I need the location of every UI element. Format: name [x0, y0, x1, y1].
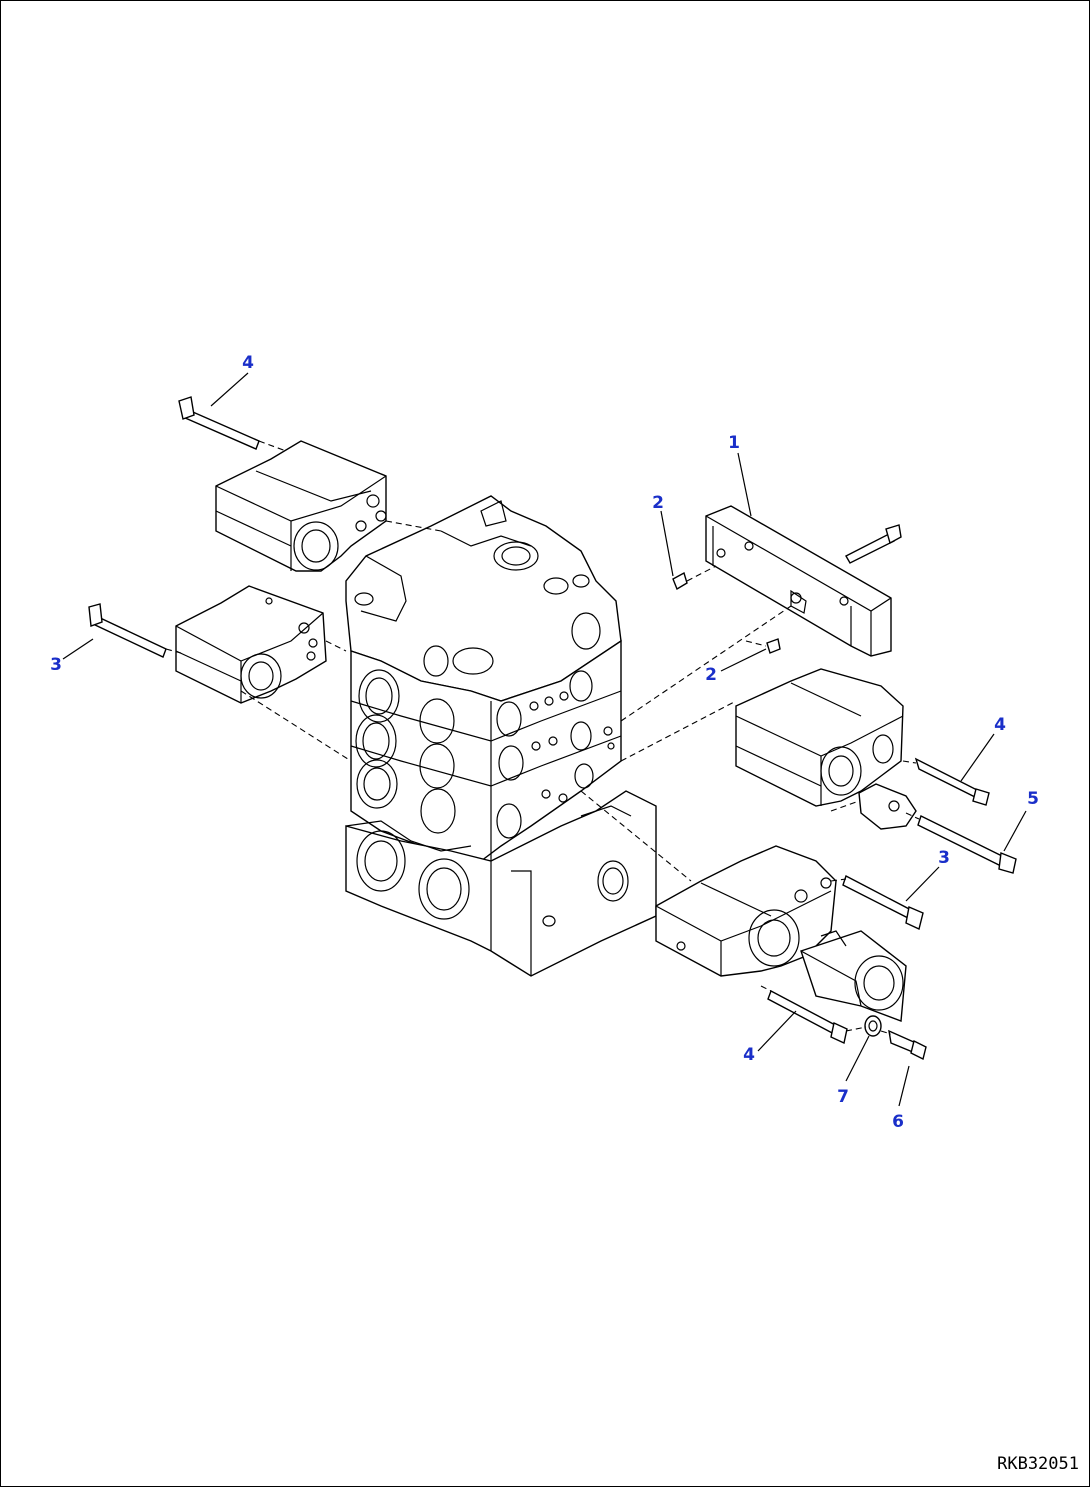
mid-left-cover [175, 585, 327, 704]
bolt-6 [888, 1029, 927, 1061]
plug-part-2-upper [672, 571, 688, 591]
bolt-3-right [842, 874, 924, 930]
callouts: 4 1 2 3 2 4 5 3 4 7 6 [50, 353, 1039, 1132]
callout-3-left: 3 [50, 655, 62, 675]
lower-right-cover [655, 845, 907, 1022]
bolt-5 [917, 815, 1017, 874]
callout-6: 6 [892, 1112, 904, 1132]
upper-left-cover [215, 440, 387, 572]
right-spool-cover [735, 668, 917, 830]
callout-5: 5 [1027, 789, 1039, 809]
bolt-4-right [914, 757, 990, 806]
callout-3-right: 3 [938, 848, 950, 868]
callout-2-mid: 2 [705, 665, 717, 685]
callout-2-top: 2 [652, 493, 664, 513]
leader-lines [62, 372, 1027, 1107]
assembly-lines [165, 440, 920, 1035]
main-valve-body [345, 495, 657, 977]
callout-4-top: 4 [242, 353, 254, 373]
callout-1: 1 [728, 433, 740, 453]
bolt-4-top [178, 396, 260, 450]
washer-part-7 [864, 1015, 882, 1037]
drawing-code: RKB32051 [997, 1454, 1079, 1474]
plug-part-2-lower [766, 638, 781, 654]
bracket-plate-part-1 [705, 505, 902, 657]
callout-4-bottom: 4 [743, 1045, 755, 1065]
callout-4-right: 4 [994, 715, 1006, 735]
callout-7: 7 [837, 1087, 849, 1107]
bolt-4-bottom [767, 990, 848, 1045]
bolt-3-left [88, 603, 167, 658]
